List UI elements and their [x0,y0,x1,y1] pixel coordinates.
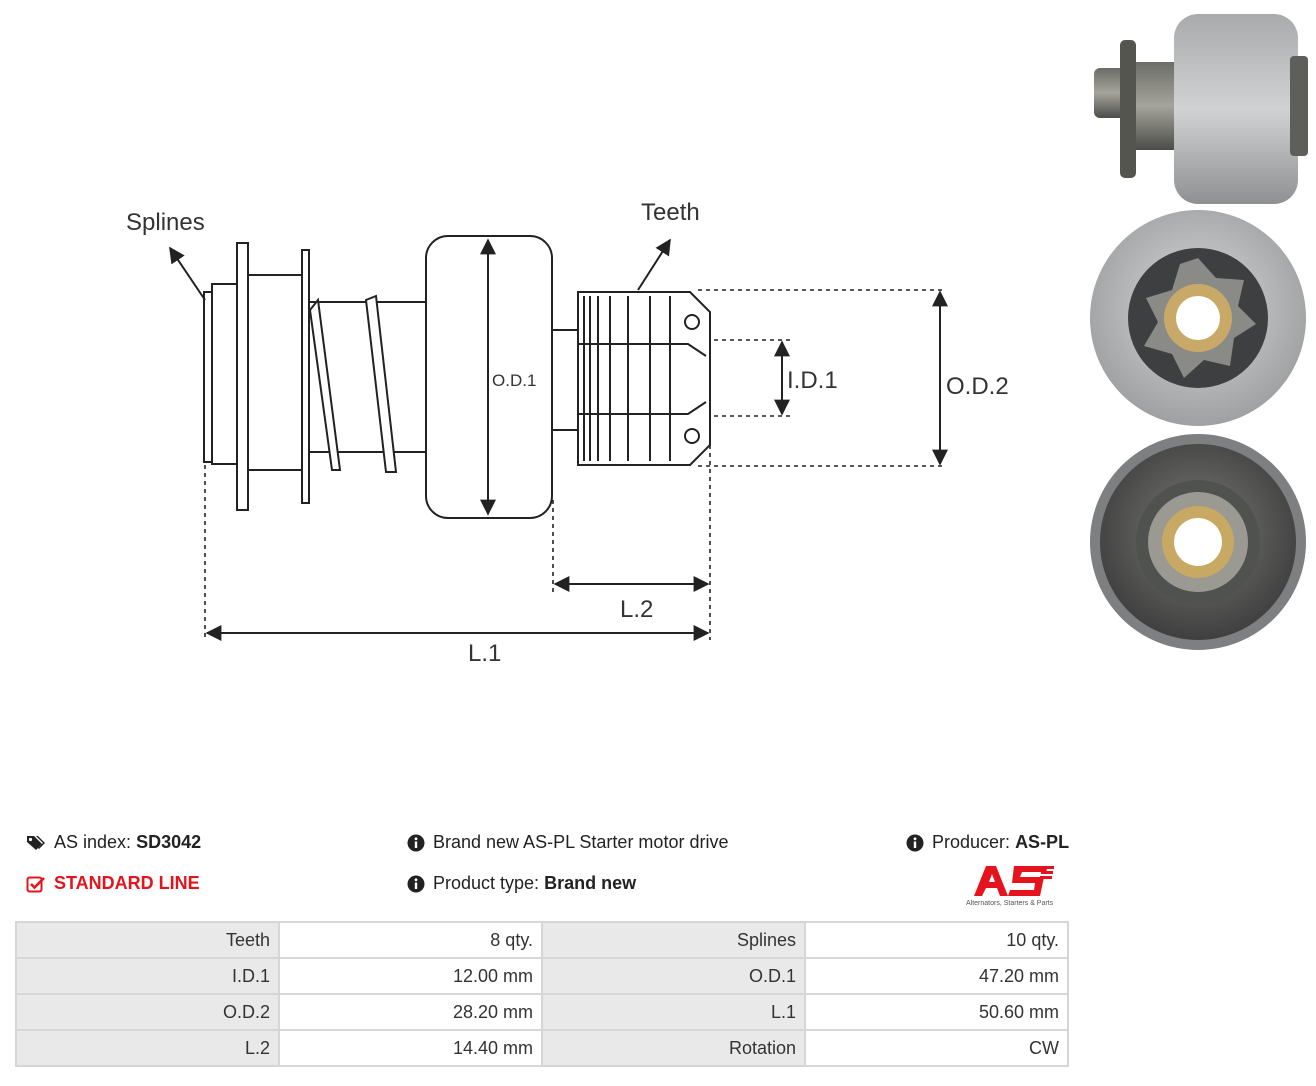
photo-front-view [1090,210,1306,426]
technical-drawing: Splines Teeth O.D.1 I.D.1 O.D.2 L.2 L.1 [126,199,1009,667]
product-photos [1090,14,1308,650]
spec-label: L.2 [15,1029,280,1067]
spec-label: L.1 [541,993,806,1031]
spec-value: 12.00 mm [278,957,543,995]
as-pl-logo: Alternators, Starters & Parts [966,866,1054,907]
spec-value: 50.60 mm [804,993,1069,1031]
as-index: AS index: SD3042 [26,832,201,853]
label-teeth: Teeth [641,199,700,226]
product-type-value: Brand new [544,873,637,893]
label-l1: L.1 [468,640,501,667]
as-index-label: AS index: [54,832,132,852]
producer-label: Producer: [932,832,1011,852]
info-circle-icon [407,834,425,852]
info-circle-icon [407,875,425,893]
photo-side-view [1094,14,1308,204]
label-l2: L.2 [620,596,653,623]
spec-value: CW [804,1029,1069,1067]
spec-label: Splines [541,921,806,959]
tags-icon [26,834,46,852]
specifications-table: Teeth 8 qty. Splines 10 qty. I.D.1 12.00… [15,921,1069,1067]
standard-line-label: STANDARD LINE [54,873,200,893]
spec-value: 28.20 mm [278,993,543,1031]
spec-label: O.D.1 [541,957,806,995]
spec-value: 47.20 mm [804,957,1069,995]
producer-value: AS-PL [1015,832,1070,852]
info-circle-icon [906,834,924,852]
as-index-value: SD3042 [136,832,202,852]
spec-value: 8 qty. [278,921,543,959]
table-row: O.D.2 28.20 mm L.1 50.60 mm [15,993,1069,1031]
description-text: Brand new AS-PL Starter motor drive [433,832,729,852]
logo-tagline: Alternators, Starters & Parts [966,900,1054,907]
producer: Producer: AS-PL [906,832,1069,853]
spec-label: Teeth [15,921,280,959]
table-row: L.2 14.40 mm Rotation CW [15,1029,1069,1067]
photo-rear-view [1090,434,1306,650]
standard-line: STANDARD LINE [26,873,200,894]
label-splines: Splines [126,209,205,236]
spec-value: 10 qty. [804,921,1069,959]
spec-label: I.D.1 [15,957,280,995]
table-row: Teeth 8 qty. Splines 10 qty. [15,921,1069,959]
spec-label: O.D.2 [15,993,280,1031]
spec-value: 14.40 mm [278,1029,543,1067]
spec-label: Rotation [541,1029,806,1067]
description: Brand new AS-PL Starter motor drive [407,832,728,853]
label-od1: O.D.1 [492,371,536,390]
label-od2: O.D.2 [946,373,1009,400]
table-row: I.D.1 12.00 mm O.D.1 47.20 mm [15,957,1069,995]
product-type-label: Product type: [433,873,540,893]
label-id1: I.D.1 [787,367,838,394]
product-type: Product type: Brand new [407,873,636,894]
check-square-icon [26,875,46,893]
